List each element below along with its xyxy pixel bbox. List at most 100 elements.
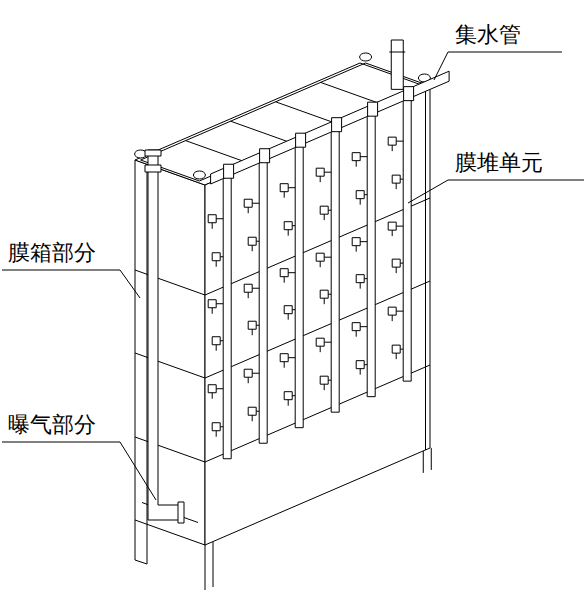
- valve-fitting: [212, 253, 220, 261]
- lifting-ring: [193, 171, 205, 179]
- valve-fitting: [352, 238, 360, 246]
- leg: [205, 545, 206, 590]
- valve-fitting: [388, 222, 396, 230]
- leg: [135, 520, 136, 560]
- valve-fitting: [392, 259, 400, 267]
- valve-fitting: [280, 354, 288, 362]
- valve-stem: [216, 345, 217, 351]
- front-face: [205, 88, 430, 545]
- label-underline: [2, 270, 120, 271]
- part-label: 集水管: [455, 22, 521, 48]
- side-column: [147, 164, 148, 524]
- valve-fitting: [280, 269, 288, 277]
- valve-stem: [360, 199, 361, 205]
- valve-stem: [212, 308, 213, 314]
- valve-stem: [320, 176, 321, 182]
- valve-stem: [248, 292, 249, 298]
- pipe-flange: [178, 502, 184, 523]
- side-frame-rail: [135, 437, 205, 462]
- front-frame-rail: [205, 365, 430, 462]
- side-frame-rail: [135, 270, 205, 295]
- valve-fitting: [248, 321, 256, 329]
- leg: [147, 524, 148, 564]
- valve-fitting: [352, 323, 360, 331]
- valve-fitting: [208, 215, 216, 223]
- valve-stem: [396, 267, 397, 273]
- valve-stem: [324, 214, 325, 220]
- leader-line: [120, 270, 140, 298]
- valve-stem: [360, 369, 361, 375]
- valve-fitting: [388, 137, 396, 145]
- valve-fitting: [208, 300, 216, 308]
- front-frame-rail: [205, 281, 430, 378]
- module-drawing: [135, 40, 450, 590]
- valve-stem: [216, 431, 217, 437]
- tee-fitting: [296, 133, 306, 147]
- valve-fitting: [320, 376, 328, 384]
- valve-fitting: [320, 290, 328, 298]
- lifting-ring: [360, 53, 372, 61]
- valve-fitting: [244, 369, 252, 377]
- top-panel-seam: [186, 141, 245, 162]
- leader-line: [434, 52, 448, 80]
- collector-branch-pipe: [331, 128, 339, 412]
- valve-stem: [356, 161, 357, 167]
- valve-fitting: [392, 175, 400, 183]
- valve-fitting: [320, 206, 328, 214]
- valve-stem: [356, 246, 357, 252]
- valve-stem: [360, 283, 361, 289]
- top-panel-seam: [231, 121, 290, 142]
- valve-fitting: [316, 338, 324, 346]
- valve-stem: [396, 183, 397, 189]
- leg: [135, 560, 147, 564]
- label-underline: [448, 52, 562, 53]
- label-underline: [448, 180, 584, 181]
- valve-fitting: [248, 407, 256, 415]
- valve-stem: [324, 298, 325, 304]
- valve-fitting: [284, 306, 292, 314]
- valve-fitting: [316, 253, 324, 261]
- valve-fitting: [356, 361, 364, 369]
- outlet-pipe: [391, 40, 403, 89]
- valve-stem: [288, 314, 289, 320]
- part-label: 膜堆单元: [455, 150, 543, 176]
- valve-fitting: [388, 307, 396, 315]
- valve-fitting: [356, 275, 364, 283]
- tee-fitting: [404, 87, 414, 101]
- valve-stem: [284, 192, 285, 198]
- valve-fitting: [212, 337, 220, 345]
- valve-stem: [248, 377, 249, 383]
- top-panel-seam: [276, 102, 335, 123]
- pipe-cap: [145, 150, 161, 156]
- valve-stem: [216, 261, 217, 267]
- collector-branch-pipe: [259, 159, 267, 443]
- valve-stem: [288, 230, 289, 236]
- collector-branch-pipe: [403, 97, 411, 381]
- collector-branch-pipe: [295, 144, 303, 428]
- tee-fitting: [368, 102, 378, 116]
- label-underline: [2, 442, 120, 443]
- leg: [423, 451, 424, 473]
- leader-lines: [2, 52, 584, 500]
- pipe-clamp: [145, 165, 161, 172]
- valve-stem: [252, 245, 253, 251]
- valve-stem: [252, 329, 253, 335]
- valve-stem: [392, 230, 393, 236]
- front-frame-rail: [205, 198, 430, 295]
- valve-fitting: [248, 237, 256, 245]
- valve-fitting: [244, 284, 252, 292]
- tee-fitting: [260, 149, 270, 163]
- front-column: [425, 90, 426, 450]
- collector-branch-pipe: [367, 113, 375, 397]
- valve-fitting: [356, 191, 364, 199]
- valve-fitting: [316, 168, 324, 176]
- leg: [213, 542, 214, 587]
- outlet-flange: [389, 52, 405, 53]
- valve-stem: [324, 384, 325, 390]
- tee-fitting: [332, 118, 342, 132]
- valve-stem: [320, 346, 321, 352]
- part-label: 曝气部分: [8, 412, 96, 438]
- side-frame-rail: [135, 353, 205, 378]
- valve-stem: [288, 400, 289, 406]
